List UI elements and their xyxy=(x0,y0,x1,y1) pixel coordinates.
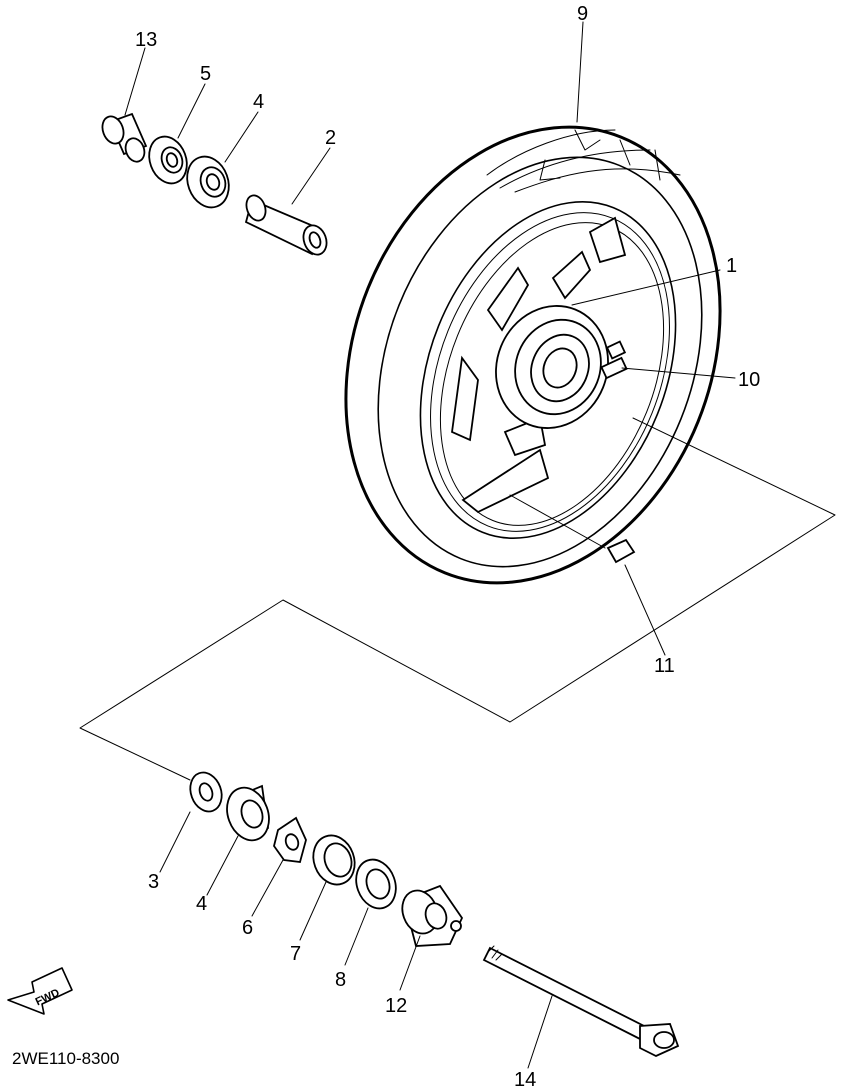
part-14-axle xyxy=(482,945,680,1057)
callout-12: 12 xyxy=(385,995,407,1017)
part-7-clutch-retainer xyxy=(312,834,356,886)
part-6-retainer xyxy=(273,816,307,863)
part-12-meter-gear-unit xyxy=(401,884,464,947)
part-4-bearing-upper xyxy=(186,155,230,209)
assembly-outline xyxy=(79,417,836,781)
callout-14: 14 xyxy=(514,1069,536,1091)
part-3-washer xyxy=(189,771,223,813)
fwd-label: FWD xyxy=(34,987,62,1008)
callout-2: 2 xyxy=(325,127,336,149)
fwd-direction-arrow: FWD xyxy=(7,967,73,1015)
part-13-collar xyxy=(101,112,148,163)
callout-4-upper: 4 xyxy=(253,91,264,113)
callout-3: 3 xyxy=(148,871,159,893)
callout-4-lower: 4 xyxy=(196,893,207,915)
wheel-tire-assembly xyxy=(344,125,722,585)
callout-10: 10 xyxy=(738,369,760,391)
part-2-spacer xyxy=(244,194,328,256)
part-4-bearing-lower xyxy=(226,784,270,842)
callout-6: 6 xyxy=(242,917,253,939)
callout-9: 9 xyxy=(577,3,588,25)
drawing-code: 2WE110-8300 xyxy=(12,1049,119,1068)
leader-lines xyxy=(124,21,736,1069)
callout-7: 7 xyxy=(290,943,301,965)
callout-13: 13 xyxy=(135,29,157,51)
part-8-oil-seal xyxy=(355,858,397,910)
callout-8: 8 xyxy=(335,969,346,991)
callout-labels: 13 5 4 2 9 1 10 11 3 4 6 7 8 12 14 xyxy=(135,3,760,1091)
callout-11: 11 xyxy=(654,655,675,677)
part-5-bearing xyxy=(148,135,188,185)
callout-5: 5 xyxy=(200,63,211,85)
callout-1: 1 xyxy=(726,255,737,277)
